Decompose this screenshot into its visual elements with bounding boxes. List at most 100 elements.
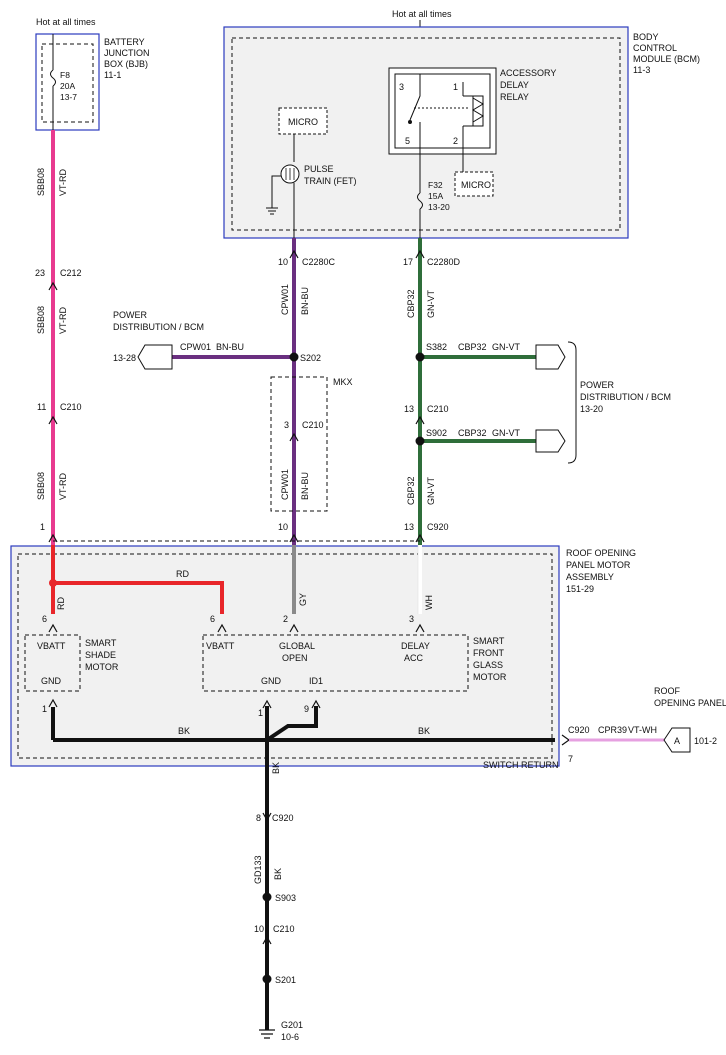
left-color-3: VT-RD <box>58 472 68 500</box>
mid-pd-ref: 13-28 <box>113 353 136 363</box>
mid-c920-pin: 10 <box>278 522 288 532</box>
right-splice-s382: S382 <box>426 342 447 352</box>
mid-branch-color: BN-BU <box>216 342 244 352</box>
relay-pin-2: 2 <box>453 136 458 146</box>
front-vbatt: VBATT <box>206 641 235 651</box>
bjb-name-1: BATTERY <box>104 37 145 47</box>
hot-at-all-times-left: Hot at all times <box>36 17 96 27</box>
assembly-bk-right: BK <box>418 726 430 736</box>
bjb-fuse-amps: 20A <box>60 81 75 91</box>
right-branch1-color: GN-VT <box>492 342 521 352</box>
relay-pin-5: 5 <box>405 136 410 146</box>
assembly-name-4: 151-29 <box>566 584 594 594</box>
bcm-fuse-f32: F32 <box>428 180 443 190</box>
micro-left: MICRO <box>288 117 318 127</box>
left-circuit-2: SBB08 <box>36 306 46 334</box>
left-c212-pin: 23 <box>35 268 45 278</box>
relay-pin-1: 1 <box>453 82 458 92</box>
assembly-rd-vert: RD <box>56 597 66 610</box>
roof-opening-panel: C920 7 CPR39 VT-WH A 101-2 ROOF OPENING … <box>561 686 726 764</box>
relay-name-2: DELAY <box>500 80 529 90</box>
left-c212: C212 <box>60 268 82 278</box>
assembly-name-1: ROOF OPENING <box>566 548 636 558</box>
right-c2280d-pin: 17 <box>403 257 413 267</box>
relay-name-1: ACCESSORY <box>500 68 556 78</box>
battery-junction-box: Hot at all times F8 20A 13-7 BATTERY JUN… <box>35 17 150 131</box>
ground-color: BK <box>273 868 283 880</box>
left-color-1: VT-RD <box>58 168 68 196</box>
right-c210-pin: 13 <box>404 404 414 414</box>
roof-ref: 101-2 <box>694 736 717 746</box>
right-c210: C210 <box>427 404 449 414</box>
mid-c210: C210 <box>302 420 324 430</box>
right-wire-cbp32: 17 C2280D CBP32 GN-VT S382 CBP32 GN-VT 1… <box>403 238 671 545</box>
bcm-name-3: MODULE (BCM) <box>633 54 700 64</box>
shade-name-3: MOTOR <box>85 662 119 672</box>
mid-circuit-1: CPW01 <box>280 284 290 315</box>
mid-pd-line-2: DISTRIBUTION / BCM <box>113 322 204 332</box>
ground-c210-pin: 10 <box>254 924 264 934</box>
assembly-pin-1a: 1 <box>42 704 47 714</box>
mid-color-1: BN-BU <box>300 287 310 315</box>
ground-splice-s903: S903 <box>275 893 296 903</box>
roof-circuit: CPR39 <box>598 725 627 735</box>
left-color-2: VT-RD <box>58 306 68 334</box>
micro-right: MICRO <box>461 180 491 190</box>
hot-at-all-times-right: Hot at all times <box>392 9 452 19</box>
front-name-3: GLASS <box>473 660 503 670</box>
mid-pd-line-1: POWER <box>113 310 148 320</box>
ground-circuit: GD133 <box>253 855 263 884</box>
mid-branch-circuit: CPW01 <box>180 342 211 352</box>
right-circuit-2: CBP32 <box>406 476 416 505</box>
assembly-pin-2: 2 <box>283 614 288 624</box>
mid-splice-s202: S202 <box>300 353 321 363</box>
assembly-pin-6b: 6 <box>210 614 215 624</box>
front-name-2: FRONT <box>473 648 504 658</box>
left-wire-sbb08: SBB08 VT-RD 23 C212 SBB08 VT-RD 11 C210 … <box>35 130 82 545</box>
bjb-fuse-f8: F8 <box>60 70 70 80</box>
right-circuit-1: CBP32 <box>406 289 416 318</box>
roof-pin: 7 <box>568 754 573 764</box>
right-pd-line-2: DISTRIBUTION / BCM <box>580 392 671 402</box>
right-color-1: GN-VT <box>426 290 436 319</box>
pulse-train-2: TRAIN (FET) <box>304 176 357 186</box>
front-gnd: GND <box>261 676 282 686</box>
left-c210-pin: 11 <box>37 402 46 412</box>
switch-return: SWITCH RETURN <box>483 760 559 770</box>
middle-wire-cpw01: 10 C2280C CPW01 BN-BU S202 CPW01 BN-BU 1… <box>113 238 353 545</box>
shade-name-1: SMART <box>85 638 117 648</box>
right-branch2-color: GN-VT <box>492 428 521 438</box>
assembly-bk-vert: BK <box>271 762 281 774</box>
left-c920-pin: 1 <box>40 522 45 532</box>
right-c2280d: C2280D <box>427 257 461 267</box>
right-color-2: GN-VT <box>426 477 436 506</box>
mid-c2280c-pin: 10 <box>278 257 288 267</box>
roof-opening-panel-motor-assembly: ROOF OPENING PANEL MOTOR ASSEMBLY 151-29… <box>10 540 636 822</box>
front-delay-2: ACC <box>404 653 424 663</box>
bcm-name-2: CONTROL <box>633 43 677 53</box>
pulse-train-1: PULSE <box>304 164 334 174</box>
bjb-name-2: JUNCTION <box>104 48 150 58</box>
right-splice-s902: S902 <box>426 428 447 438</box>
mid-c210-pin: 3 <box>284 420 289 430</box>
shade-name-2: SHADE <box>85 650 116 660</box>
mid-mkx: MKX <box>333 377 353 387</box>
right-branch2-circuit: CBP32 <box>458 428 487 438</box>
bjb-fuse-ref: 13-7 <box>60 92 77 102</box>
bcm-name-1: BODY <box>633 32 659 42</box>
assembly-bk-left: BK <box>178 726 190 736</box>
ground-c920-pin: 8 <box>256 813 261 823</box>
assembly-pin-1b: 1 <box>258 708 263 718</box>
assembly-wh: WH <box>424 595 434 610</box>
bcm-name-4: 11-3 <box>633 65 650 75</box>
mid-color-2: BN-BU <box>300 472 310 500</box>
assembly-rd-top: RD <box>176 569 189 579</box>
mid-c2280c: C2280C <box>302 257 336 267</box>
roof-name-2: OPENING PANEL <box>654 698 726 708</box>
right-c920-pin: 13 <box>404 522 414 532</box>
right-c920: C920 <box>427 522 449 532</box>
ground-ref: 10-6 <box>281 1032 299 1042</box>
right-branch1-circuit: CBP32 <box>458 342 487 352</box>
front-name-1: SMART <box>473 636 505 646</box>
